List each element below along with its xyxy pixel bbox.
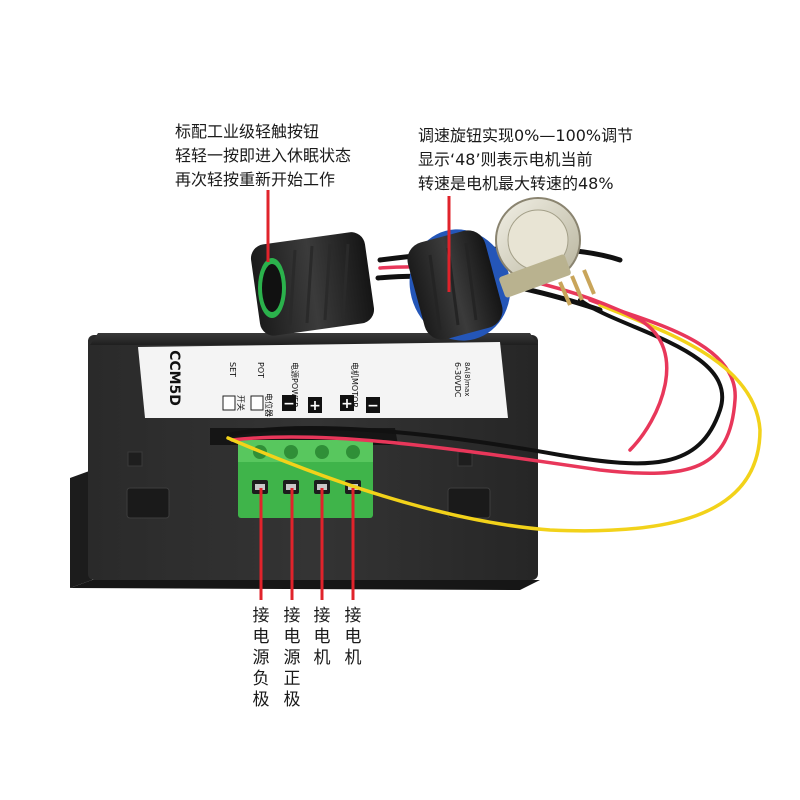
push-button (250, 232, 375, 336)
knob-note-line-2: 显示‘48’则表示电机当前 (418, 150, 593, 169)
motor-plus-sign: + (341, 396, 353, 412)
button-note-line-3: 再次轻按重新开始工作 (175, 170, 336, 189)
power-plus-sign: + (309, 398, 321, 414)
potentiometer (495, 197, 596, 306)
button-note: 标配工业级轻触按钮 轻轻一按即进入休眠状态 再次轻按重新开始工作 (175, 120, 351, 192)
terminal-label-power-negative: 接电源负极 (252, 606, 270, 710)
polarity-signs: − + + − (283, 396, 379, 414)
label-set: SET (228, 362, 237, 377)
speed-knob (407, 229, 511, 341)
power-minus-sign: − (283, 396, 295, 412)
button-note-line-1: 标配工业级轻触按钮 (175, 122, 320, 141)
model-name: CCM5D (166, 350, 182, 406)
terminal-block (238, 440, 373, 518)
label-motor: 电机MOTOR (350, 362, 360, 408)
pointer-lines (259, 190, 451, 600)
terminal-label-motor-1: 接电机 (313, 606, 331, 668)
label-rating-2: 8A(8)max (463, 362, 471, 396)
button-note-line-2: 轻轻一按即进入休眠状态 (175, 146, 352, 165)
knob-note: 调速旋钮实现0%—100%调节 显示‘48’则表示电机当前 转速是电机最大转速的… (418, 124, 633, 196)
label-switch: 开关 (236, 395, 246, 411)
label-pot-cn: 电位器 (264, 393, 274, 417)
knob-note-line-3: 转速是电机最大转速的48% (418, 174, 614, 193)
motor-minus-sign: − (367, 398, 379, 414)
label-power: 电源POWER (290, 362, 300, 408)
terminal-label-power-positive: 接电源正极 (283, 606, 301, 710)
terminal-label-motor-2: 接电机 (344, 606, 362, 668)
label-rating-1: 6-30VDC (453, 362, 462, 398)
panel-label: CCM5D SET 开关 POT 电位器 电源POWER 电机MOTOR 6-3… (166, 350, 471, 417)
label-pot: POT (256, 362, 265, 378)
knob-note-line-1: 调速旋钮实现0%—100%调节 (418, 126, 634, 145)
